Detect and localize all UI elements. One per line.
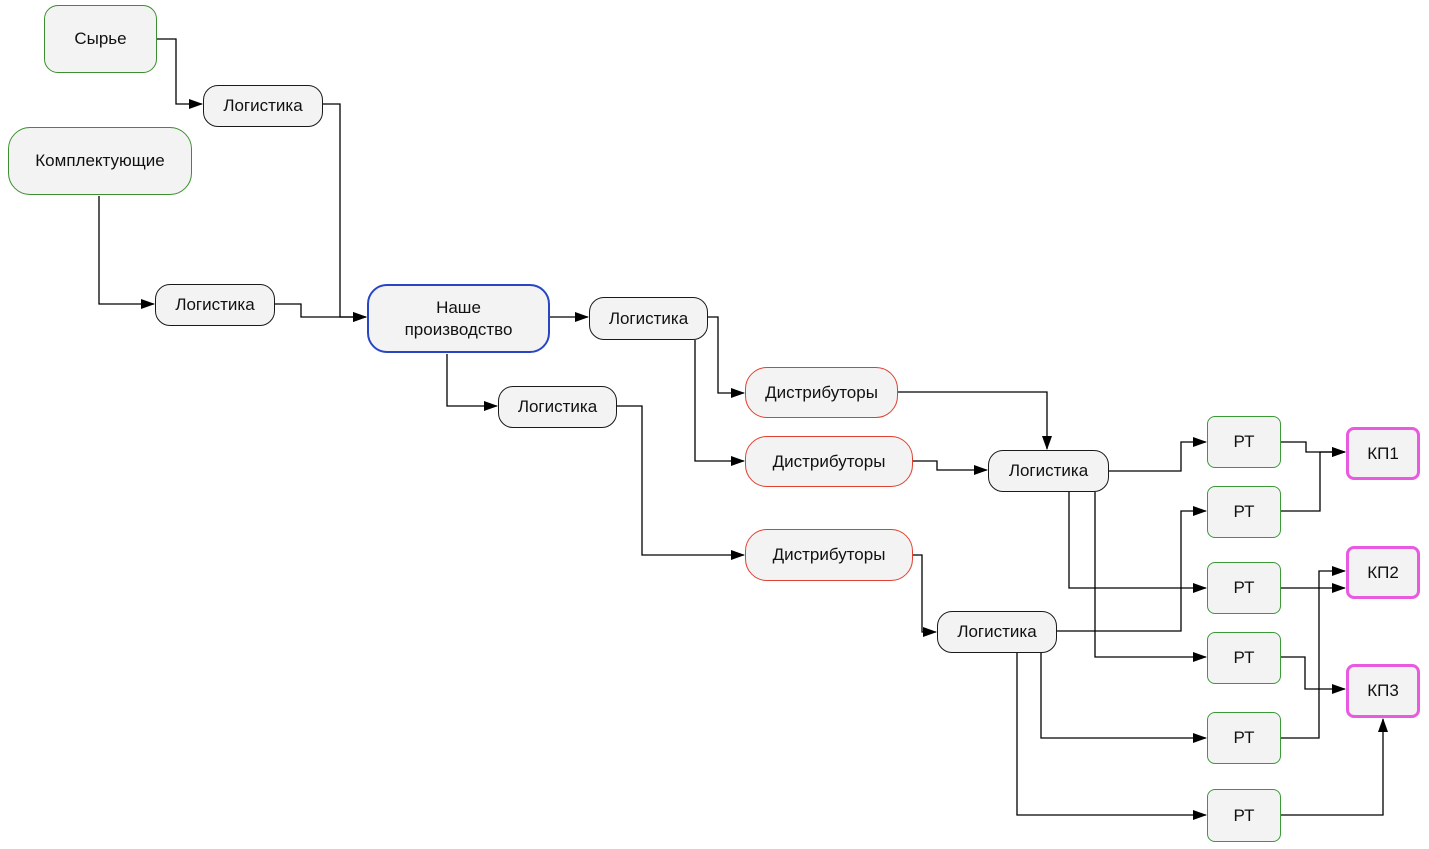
logistics-components-node: Логистика: [155, 284, 275, 326]
logistics-hub-node-1: Логистика: [988, 450, 1109, 492]
components-node: Комплектующие: [8, 127, 192, 195]
edge-logistics-main-to-dist2: [694, 340, 745, 466]
edge-logistics-dist-to-dist3: [617, 405, 745, 560]
edge-rt4-to-kp3: [1281, 656, 1346, 694]
retail-node-3: РТ: [1207, 562, 1281, 614]
edge-hub2-to-rt2: [1057, 506, 1207, 632]
edge-rt5-to-kp2: [1281, 566, 1346, 739]
distributor-node-1: Дистрибуторы: [745, 367, 898, 418]
retail-node-1: РТ: [1207, 416, 1281, 468]
edge-rt1-to-kp1: [1281, 441, 1346, 457]
edge-hub1-to-rt3: [1068, 492, 1207, 593]
edge-hub1-to-rt1: [1109, 437, 1207, 472]
logistics-raw-node: Логистика: [203, 85, 323, 127]
edge-logistics-comp-to-production: [275, 303, 367, 322]
edge-rt6-to-kp3: [1281, 718, 1388, 816]
edge-logistics-main-to-dist1: [708, 316, 745, 398]
distributor-node-3: Дистрибуторы: [745, 529, 913, 581]
edge-dist1-to-hub1: [898, 391, 1052, 450]
kp-node-2: КП2: [1346, 546, 1420, 599]
edge-production-to-logistics-dist: [446, 354, 498, 411]
edge-hub2-to-rt6: [1016, 653, 1207, 820]
kp-node-3: КП3: [1346, 664, 1420, 718]
edge-raw-to-logistics: [157, 38, 203, 109]
logistics-dist-node: Логистика: [498, 386, 617, 428]
retail-node-4: РТ: [1207, 632, 1281, 684]
logistics-hub-node-2: Логистика: [937, 611, 1057, 653]
kp-node-1: КП1: [1346, 427, 1420, 480]
distributor-node-2: Дистрибуторы: [745, 436, 913, 487]
edge-components-to-logistics: [98, 196, 155, 309]
edge-hub1-to-rt4: [1094, 492, 1207, 662]
raw-materials-node: Сырье: [44, 5, 157, 73]
edge-hub2-to-rt5: [1040, 653, 1207, 743]
edge-logistics-raw-to-production: [323, 103, 367, 322]
edge-rt2-to-kp1: [1281, 447, 1346, 512]
retail-node-6: РТ: [1207, 789, 1281, 842]
logistics-main-node: Логистика: [589, 297, 708, 340]
retail-node-5: РТ: [1207, 712, 1281, 764]
edge-dist2-to-hub1: [913, 460, 988, 475]
edge-dist3-to-hub2: [913, 554, 937, 637]
retail-node-2: РТ: [1207, 486, 1281, 538]
production-node: Наше производство: [367, 284, 550, 353]
